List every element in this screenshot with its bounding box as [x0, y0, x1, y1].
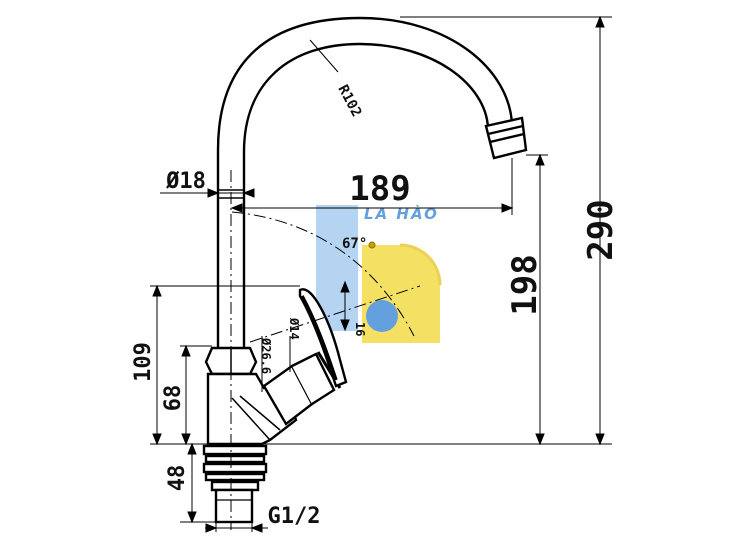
handle-inner-diameter-label: Ø14: [287, 317, 301, 340]
lower-body-height-label: 68: [161, 385, 186, 412]
body-height-label: 109: [131, 342, 156, 382]
thread-length-label: 48: [165, 465, 190, 492]
watermark-blue-dot: [366, 300, 398, 332]
handle-outer-diameter-label: Ø26.6: [259, 337, 273, 374]
rotation-arc: [231, 211, 415, 337]
dimension-lines: [150, 15, 612, 533]
spout-outer-line: [216, 16, 514, 350]
dimension-labels: 290 198 189 Ø18 R102 109 68 48 G1/2 Ø26.…: [131, 82, 621, 529]
center-lines: [230, 170, 421, 530]
handle-axis-line: [249, 285, 421, 343]
faucet-outline: [202, 16, 528, 524]
overall-height-label: 290: [581, 199, 621, 260]
watermark-text: LA HÀO: [364, 204, 439, 223]
spout-height-label: 198: [505, 254, 545, 315]
pipe-diameter-label: Ø18: [165, 169, 206, 194]
thread-size-label: G1/2: [268, 504, 321, 529]
reach-label: 189: [349, 169, 410, 209]
rotation-angle-label: 67°: [342, 236, 367, 252]
mounting-nut: [210, 480, 260, 492]
spout-inner-line: [242, 42, 490, 350]
mounting-washer-1: [202, 444, 268, 456]
arc-radius-label: R102: [334, 82, 364, 119]
watermark-logo: LA HÀO: [316, 204, 442, 343]
handle-length-label: 16: [353, 322, 367, 336]
thread-shank: [214, 488, 254, 524]
